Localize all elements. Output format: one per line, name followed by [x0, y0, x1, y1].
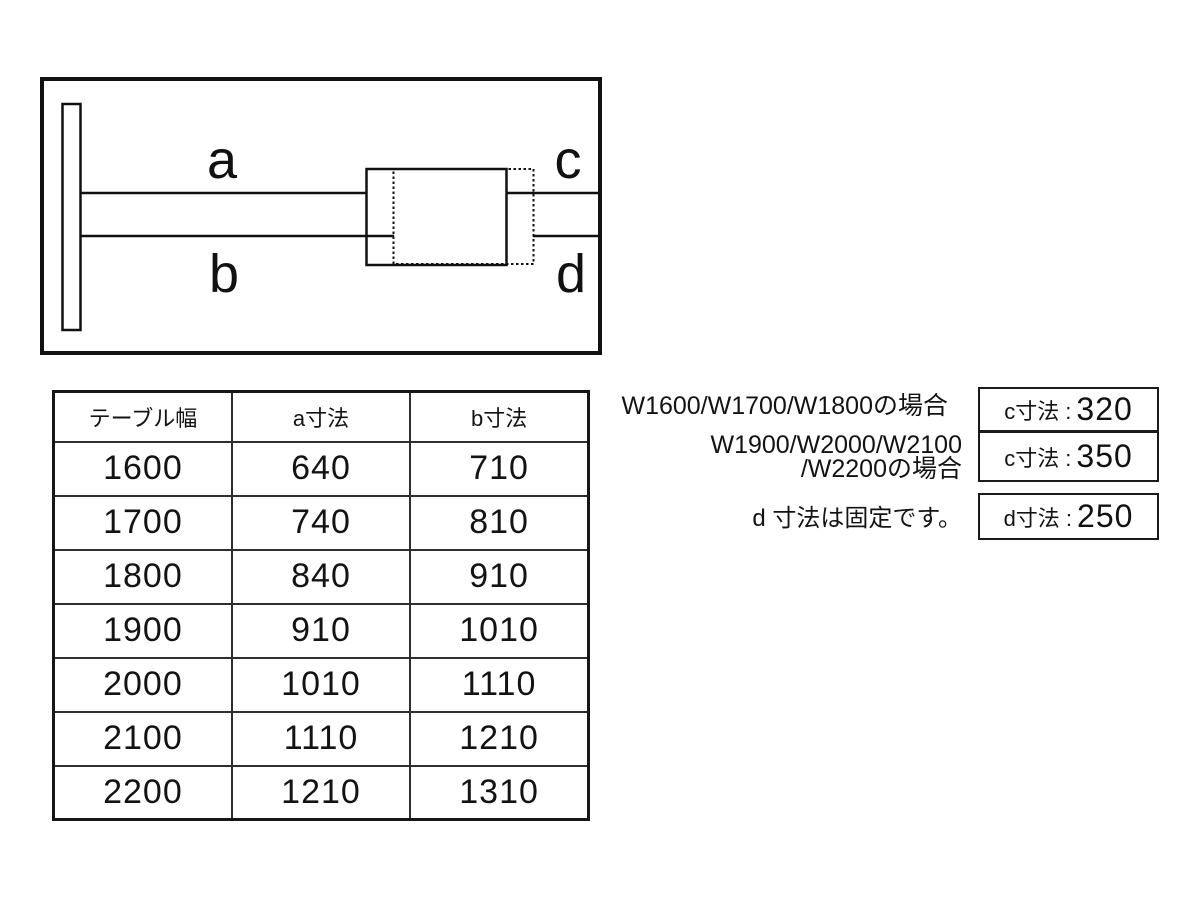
table-header-row: テーブル幅 a寸法 b寸法	[52, 390, 590, 443]
table-cell: 1600	[52, 440, 233, 497]
table-cell: 1010	[409, 602, 590, 659]
table-cell: 710	[409, 440, 590, 497]
table-row: 1600 640 710	[52, 440, 590, 497]
d-dim-label: d寸法 :	[1003, 505, 1073, 531]
c-dim-label: c寸法 :	[1004, 398, 1072, 424]
d-dimension-box-250: d寸法 : 250	[978, 493, 1159, 540]
table-cell: 910	[409, 548, 590, 605]
col-header-b-dim: b寸法	[409, 390, 590, 443]
c-dim-value: 350	[1076, 438, 1133, 474]
c-dimension-box-320: c寸法 : 320	[978, 387, 1159, 432]
table-cell: 810	[409, 494, 590, 551]
left-end-plate	[61, 102, 82, 332]
dimension-table: テーブル幅 a寸法 b寸法 1600 640 710 1700 740 810 …	[52, 390, 590, 821]
dim-label-c: c	[555, 130, 582, 190]
c-dimension-box-350: c寸法 : 350	[978, 431, 1159, 482]
dim-label-a: a	[207, 130, 238, 190]
table-extension-diagram: a b c d	[40, 77, 602, 355]
table-row: 2000 1010 1110	[52, 656, 590, 713]
table-cell: 1700	[52, 494, 233, 551]
table-cell: 1110	[230, 710, 412, 767]
table-cell: 910	[230, 602, 412, 659]
note-case-large-line2: /W2200の場合	[800, 455, 962, 483]
table-cell: 2200	[52, 764, 233, 821]
dim-label-b: b	[209, 244, 239, 304]
c-dim-value: 320	[1076, 391, 1133, 427]
table-row: 2200 1210 1310	[52, 764, 590, 821]
table-row: 1900 910 1010	[52, 602, 590, 659]
table-cell: 1210	[409, 710, 590, 767]
diagram-frame	[40, 77, 602, 355]
slider-box-solid	[365, 167, 508, 267]
col-header-table-width: テーブル幅	[52, 390, 233, 443]
note-case-large-line1: W1900/W2000/W2100	[710, 431, 962, 459]
table-cell: 640	[230, 440, 412, 497]
c-dim-label: c寸法 :	[1004, 445, 1072, 471]
col-header-a-dim: a寸法	[230, 390, 412, 443]
d-dim-value: 250	[1077, 498, 1134, 534]
table-cell: 1310	[409, 764, 590, 821]
table-cell: 740	[230, 494, 412, 551]
note-d-fixed: d 寸法は固定です。	[752, 505, 962, 532]
table-cell: 1800	[52, 548, 233, 605]
table-cell: 1900	[52, 602, 233, 659]
note-case-large-widths: W1900/W2000/W2100 /W2200の場合	[598, 431, 962, 483]
table-row: 1700 740 810	[52, 494, 590, 551]
table-cell: 1010	[230, 656, 412, 713]
table-cell: 1210	[230, 764, 412, 821]
table-row: 2100 1110 1210	[52, 710, 590, 767]
dim-label-d: d	[556, 244, 586, 304]
table-cell: 1110	[409, 656, 590, 713]
table-cell: 2100	[52, 710, 233, 767]
table-cell: 840	[230, 548, 412, 605]
table-cell: 2000	[52, 656, 233, 713]
note-case-small-widths: W1600/W1700/W1800の場合	[621, 392, 948, 420]
table-row: 1800 840 910	[52, 548, 590, 605]
